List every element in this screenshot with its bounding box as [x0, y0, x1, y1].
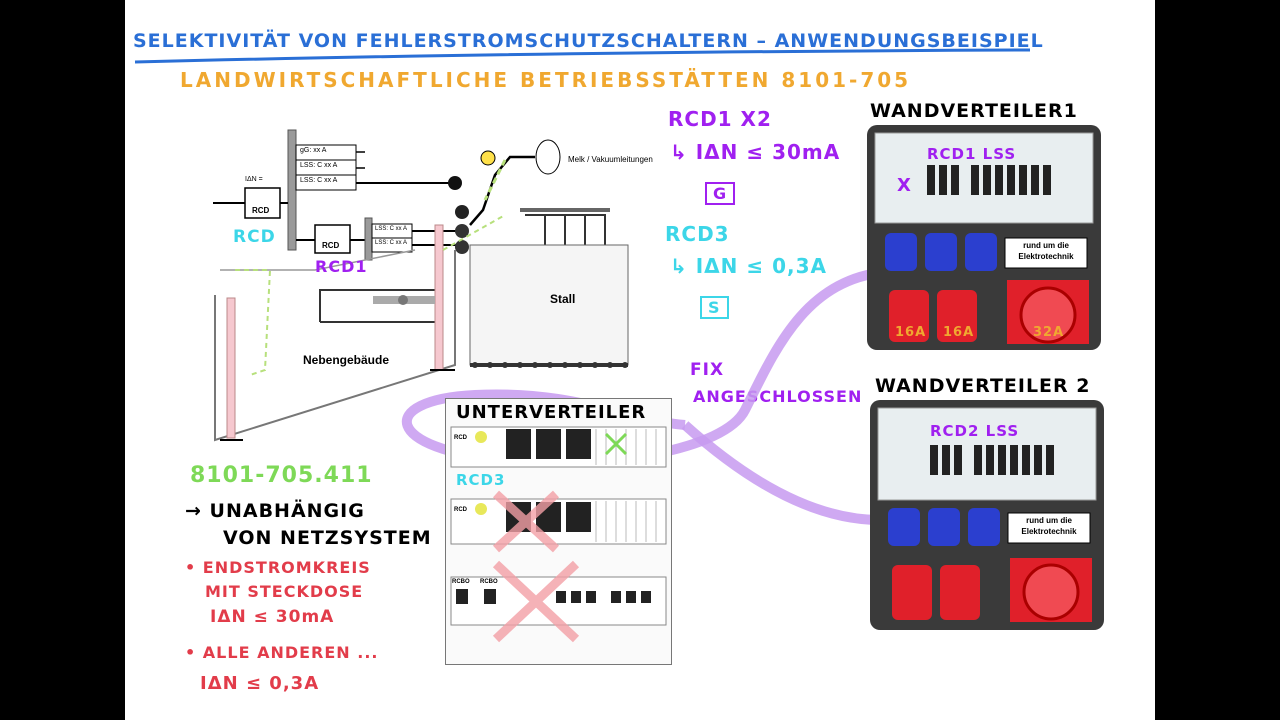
unterverteiler-rcbo-2: RCBO [480, 579, 498, 585]
wv2-title: WANDVERTEILER 2 [875, 375, 1091, 397]
unterverteiler-rcd-text-2: RCD [454, 507, 467, 513]
bullet1-line2: MIT STECKDOSE [205, 582, 364, 601]
unterverteiler-rcd3-label: RCD3 [456, 471, 506, 489]
breaker-2-label: LSS: C xx A [300, 162, 338, 169]
fix-note: FIX [690, 360, 725, 380]
unterverteiler-drawing [450, 426, 667, 643]
rcd1-type-box: G [705, 182, 736, 205]
wv1-rcd-label: RCD1 LSS [927, 145, 1017, 163]
wv1-drawing [874, 132, 1094, 344]
unterverteiler-rcbo-1: RCBO [452, 579, 470, 585]
whiteboard-canvas: SELEKTIVITÄT VON FEHLERSTROMSCHUTZSCHALT… [125, 0, 1155, 720]
rcd3-note: RCD3 [665, 222, 730, 246]
bullet1-line3: IΔN ≤ 30mA [210, 607, 335, 627]
rcd-sub-box-label: RCD [322, 241, 340, 250]
stall-label: Stall [550, 292, 576, 306]
idn-main-symbol: IΔN = [245, 176, 263, 183]
sub-breaker-1-label: LSS: C xx A [375, 226, 408, 232]
rcd1-count-note: RCD1 X2 [668, 107, 772, 131]
wv1-mark: X [897, 175, 912, 196]
independent-note-2: VON NETZSYSTEM [223, 527, 432, 549]
wandverteiler-1: RCD1 LSS X rund um die Elektrotechnik 16… [867, 125, 1101, 350]
unterverteiler-rcd-text-1: RCD [454, 435, 467, 441]
rcd-handwritten-label: RCD [233, 227, 276, 247]
bullet2-line1: • ALLE ANDEREN ... [185, 643, 379, 662]
wv2-drawing [877, 407, 1097, 622]
wandverteiler-2: RCD2 LSS rund um die Elektrotechnik [870, 400, 1104, 630]
wv1-title: WANDVERTEILER1 [870, 100, 1078, 122]
milk-label: Melk / Vakuumleitungen [568, 155, 653, 164]
fix-note-2: ANGESCHLOSSEN [693, 387, 863, 406]
wv2-badge-line1: rund um die [1026, 516, 1072, 525]
wv1-socket-2: 16A [943, 325, 975, 340]
page-title: SELEKTIVITÄT VON FEHLERSTROMSCHUTZSCHALT… [133, 30, 1044, 52]
rcd-main-box-label: RCD [252, 206, 270, 215]
wv1-badge-line2: Elektrotechnik [1018, 252, 1074, 261]
rcd1-handwritten-label: RCD1 [315, 257, 368, 276]
wv2-rcd-label: RCD2 LSS [930, 422, 1020, 440]
breaker-3-label: LSS: C xx A [300, 177, 338, 184]
rcd3-idn-note: ↳ IΔN ≤ 0,3A [670, 254, 827, 278]
rcd3-type-box: S [700, 296, 729, 319]
outbuilding-label: Nebengebäude [303, 353, 390, 367]
unterverteiler-panel: UNTERVERTEILER RCD3 RCD RCD RCBO RCBO [445, 398, 672, 665]
wv1-socket-1: 16A [895, 325, 927, 340]
wv2-badge-line2: Elektrotechnik [1021, 527, 1077, 536]
sub-breaker-2-label: LSS: C xx A [375, 240, 408, 246]
breaker-1-label: gG: xx A [300, 147, 327, 154]
unterverteiler-title: UNTERVERTEILER [456, 402, 647, 423]
bullet2-line2: IΔN ≤ 0,3A [200, 673, 320, 694]
norm-note: 8101-705.411 [190, 463, 373, 488]
wv1-socket-3: 32A [1033, 325, 1065, 340]
wv1-badge-line1: rund um die [1023, 241, 1069, 250]
rcd1-idn-note: ↳ IΔN ≤ 30mA [670, 140, 841, 164]
independent-note-1: → UNABHÄNGIG [185, 500, 365, 522]
page-subtitle: LANDWIRTSCHAFTLICHE BETRIEBSSTÄTTEN 8101… [180, 68, 912, 92]
bullet1-line1: • ENDSTROMKREIS [185, 558, 371, 577]
